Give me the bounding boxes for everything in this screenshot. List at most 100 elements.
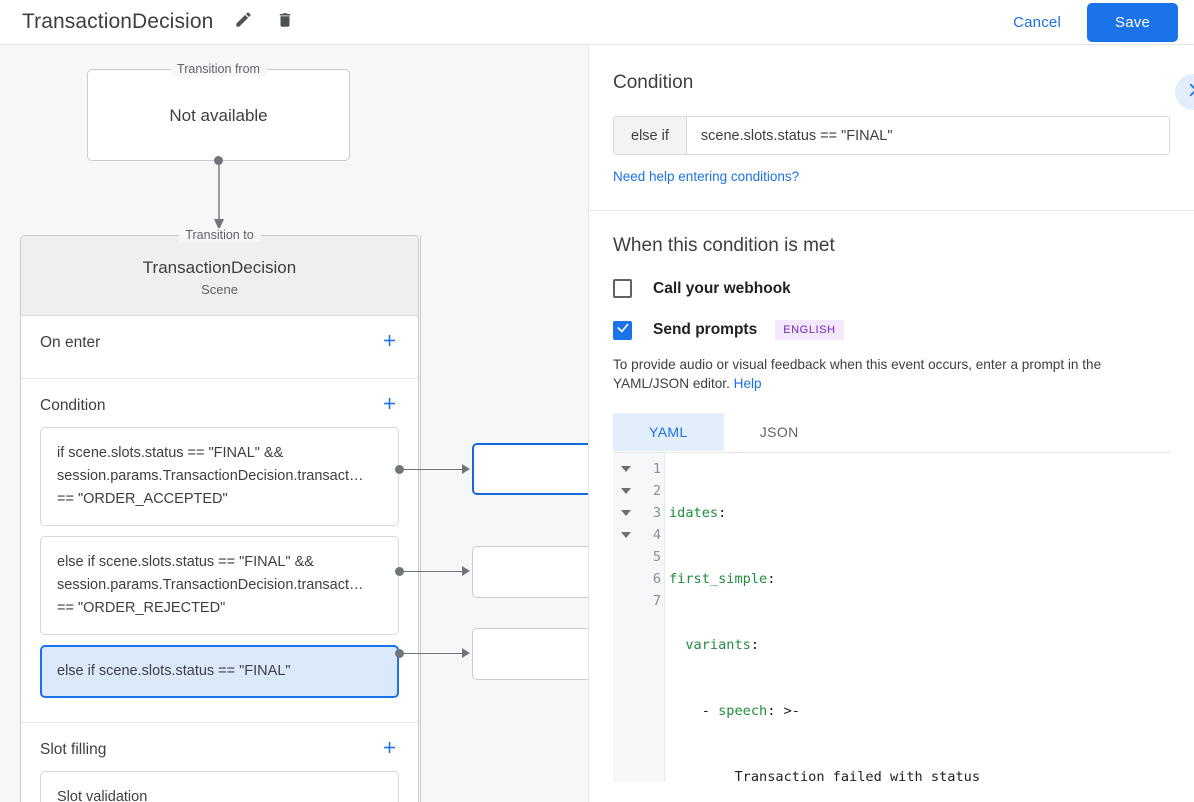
yaml-key: idates: [669, 505, 719, 521]
page-title: TransactionDecision: [22, 10, 214, 33]
transition-arrow: [205, 157, 225, 242]
trash-icon: [276, 11, 294, 34]
condition-heading: Condition: [613, 72, 694, 93]
yaml-indent: -: [669, 703, 719, 719]
condition-input-row: else if: [613, 116, 1170, 155]
code-line: Transaction failed with status: [669, 769, 980, 782]
line-number: 6: [652, 571, 661, 587]
connector-arrow: [462, 464, 470, 474]
transition-to-header: Transition to TransactionDecision Scene: [21, 228, 418, 316]
fold-toggle[interactable]: [613, 480, 639, 502]
tab-json[interactable]: JSON: [759, 424, 799, 440]
call-webhook-label: Call your webhook: [653, 279, 791, 297]
prompt-help-link[interactable]: Help: [733, 376, 762, 391]
section-condition: Condition if scene.slots.status == "FINA…: [21, 379, 418, 723]
transition-from-box: Transition from Not available: [87, 62, 350, 161]
fold-toggle[interactable]: [613, 524, 639, 546]
send-prompts-row: Send prompts ENGLISH: [613, 320, 1170, 340]
add-slot-filling-button[interactable]: [378, 739, 400, 761]
fold-spacer: [613, 546, 639, 568]
scene-type: Scene: [201, 282, 238, 297]
connector-arrow: [462, 566, 470, 576]
line-number: 7: [652, 593, 661, 609]
language-badge: ENGLISH: [775, 320, 844, 340]
add-condition-button[interactable]: [378, 395, 400, 417]
send-prompts-label: Send prompts: [653, 321, 758, 338]
yaml-punct: : >-: [767, 703, 800, 719]
condition-item-2[interactable]: else if scene.slots.status == "FINAL": [40, 645, 399, 698]
routing-line: [420, 235, 421, 802]
save-button[interactable]: Save: [1087, 2, 1178, 42]
section-header: Condition: [21, 379, 418, 427]
section-header: Slot filling: [21, 723, 418, 771]
code-line-numbers: 1 2 3 4 5 6 7: [639, 453, 665, 782]
condition-help-link[interactable]: Need help entering conditions?: [613, 169, 800, 184]
edit-name-button[interactable]: [231, 10, 255, 34]
add-on-enter-button[interactable]: [378, 332, 400, 354]
chevron-down-icon: [621, 510, 631, 516]
yaml-punct: :: [750, 637, 760, 653]
connector-dot: [395, 465, 404, 474]
header-actions: Cancel Save: [999, 2, 1194, 42]
yaml-punct: :: [718, 505, 727, 521]
app-header: TransactionDecision Cancel Save: [0, 0, 1194, 45]
scene-card: Transition to TransactionDecision Scene …: [20, 228, 419, 802]
code-line: first_simple:: [665, 568, 1170, 590]
chevron-down-icon: [621, 466, 631, 472]
fold-toggle[interactable]: [613, 502, 639, 524]
code-fold-gutter: [613, 453, 639, 782]
condition-line: session.params.TransactionDecision.trans…: [57, 468, 364, 484]
fold-spacer: [613, 590, 639, 612]
condition-line: == "ORDER_ACCEPTED": [57, 491, 228, 507]
chevron-down-icon: [621, 488, 631, 494]
condition-input[interactable]: [686, 117, 1169, 154]
condition-item-0[interactable]: if scene.slots.status == "FINAL" && sess…: [40, 427, 399, 526]
transition-target-box-0[interactable]: [472, 443, 588, 495]
condition-section: Condition else if Need help entering con…: [589, 45, 1194, 211]
plus-icon: [380, 738, 399, 762]
section-title-slot-filling: Slot filling: [40, 741, 107, 758]
editor-format-tabs: YAML JSON: [613, 413, 1170, 451]
transition-target-box-1[interactable]: [472, 546, 588, 598]
webhook-row: Call your webhook: [613, 279, 1170, 298]
condition-prefix-label: else if: [614, 117, 687, 154]
scene-graph-canvas[interactable]: Transition from Not available Transition…: [0, 45, 588, 802]
send-prompts-checkbox[interactable]: [613, 320, 632, 340]
code-line: - speech: >-: [665, 700, 1170, 722]
code-line: variants:: [665, 634, 1170, 656]
line-number: 5: [652, 549, 661, 565]
line-number: 1: [652, 461, 661, 477]
connector-line: [404, 653, 467, 654]
section-on-enter: On enter: [21, 316, 418, 379]
section-header: On enter: [21, 316, 418, 364]
connector-dot: [395, 567, 404, 576]
yaml-punct: :: [767, 571, 776, 587]
collapse-panel-button[interactable]: [1175, 74, 1194, 110]
line-number: 4: [652, 527, 661, 543]
yaml-key: first_simple: [669, 571, 768, 587]
prompt-description: To provide audio or visual feedback when…: [613, 355, 1170, 393]
delete-button[interactable]: [273, 10, 297, 34]
connector-dot: [395, 649, 404, 658]
check-icon: [616, 321, 630, 340]
transition-from-legend: Transition from: [170, 62, 267, 76]
prompt-description-text: To provide audio or visual feedback when…: [613, 357, 1102, 391]
condition-line: if scene.slots.status == "FINAL" &&: [57, 445, 284, 461]
condition-item-1[interactable]: else if scene.slots.status == "FINAL" &&…: [40, 536, 399, 635]
call-webhook-checkbox[interactable]: [613, 279, 632, 298]
cancel-button[interactable]: Cancel: [999, 5, 1075, 40]
plus-icon: [380, 331, 399, 355]
condition-line: == "ORDER_REJECTED": [57, 600, 226, 616]
fold-spacer: [613, 568, 639, 590]
section-title-condition: Condition: [40, 397, 106, 414]
code-line: idates:: [665, 502, 1170, 524]
tab-yaml[interactable]: YAML: [613, 413, 724, 451]
fold-toggle[interactable]: [613, 458, 639, 480]
code-content[interactable]: idates: first_simple: variants: - speech…: [665, 453, 1170, 782]
when-condition-met-section: When this condition is met Call your web…: [589, 211, 1194, 782]
slot-validation-item[interactable]: Slot validation: [40, 771, 399, 802]
transition-target-box-2[interactable]: [472, 628, 588, 680]
yaml-key: variants: [685, 637, 751, 653]
code-editor[interactable]: 1 2 3 4 5 6 7 idates: first_simple: vari…: [613, 452, 1170, 782]
condition-line: session.params.TransactionDecision.trans…: [57, 577, 364, 593]
